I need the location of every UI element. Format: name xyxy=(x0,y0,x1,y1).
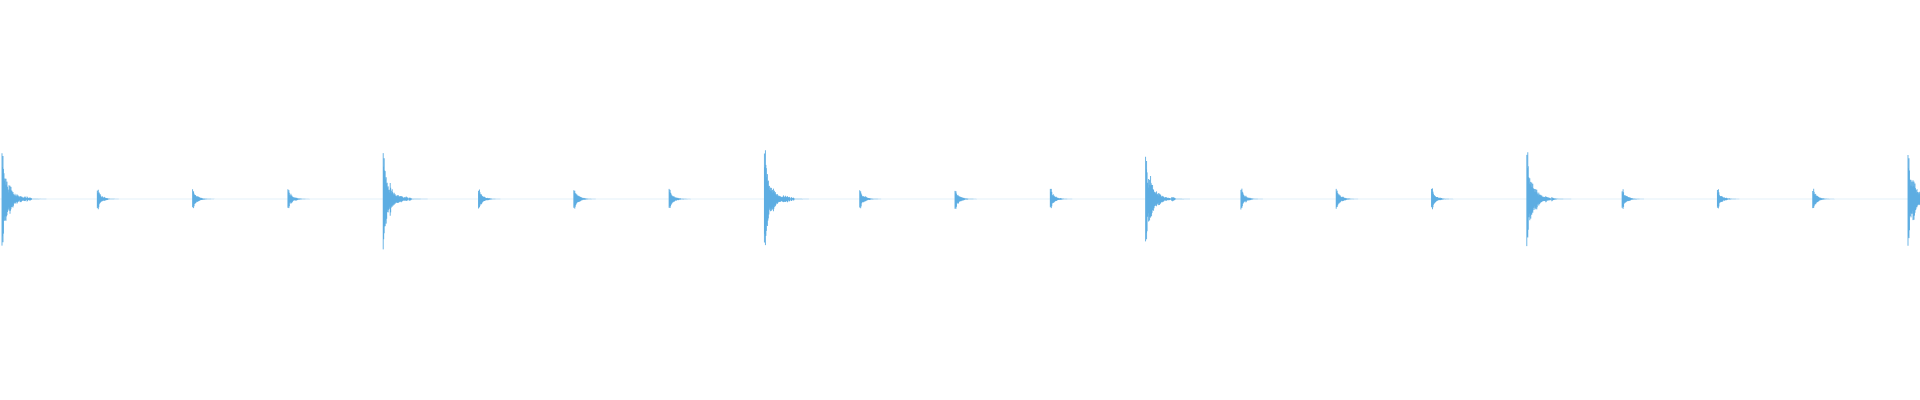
waveform-beat-transient xyxy=(1431,188,1454,210)
waveform-transient-shape xyxy=(1240,188,1263,210)
waveform-transient-shape xyxy=(1431,188,1454,210)
waveform-beat-transient xyxy=(954,190,977,209)
waveform-transient-shape xyxy=(1049,188,1073,209)
waveform-beat-transient xyxy=(1716,189,1740,209)
waveform-beat-transient xyxy=(1812,188,1835,209)
waveform-transient-shape xyxy=(1812,188,1835,209)
waveform-transient-shape xyxy=(573,190,596,209)
waveform-transient-shape xyxy=(1716,189,1740,209)
waveform-transient-shape xyxy=(1526,152,1572,247)
waveform-beat-transient xyxy=(859,190,882,209)
waveform-accent-transient xyxy=(1526,152,1572,247)
waveform-beat-transient xyxy=(1621,189,1645,209)
waveform-transients xyxy=(1,150,1920,250)
waveform-transient-shape xyxy=(859,190,882,209)
waveform-transient-shape xyxy=(382,153,428,250)
waveform-transient-shape xyxy=(1,153,47,246)
waveform-transient-shape xyxy=(763,150,809,246)
waveform-transient-shape xyxy=(1145,156,1191,242)
waveform-transient-shape xyxy=(478,189,501,209)
waveform-accent-transient xyxy=(1,153,47,246)
waveform-beat-transient xyxy=(192,189,215,209)
waveform-beat-transient xyxy=(287,189,310,209)
waveform-beat-transient xyxy=(96,189,119,210)
waveform-accent-transient xyxy=(1145,156,1191,242)
waveform-transient-shape xyxy=(1335,188,1359,209)
waveform-beat-transient xyxy=(573,190,596,209)
waveform-transient-shape xyxy=(954,190,977,209)
waveform-transient-shape xyxy=(1907,155,1920,246)
waveform-beat-transient xyxy=(668,188,692,208)
waveform-transient-shape xyxy=(192,189,215,209)
waveform-accent-transient xyxy=(1907,155,1920,246)
waveform-accent-transient xyxy=(382,153,428,250)
waveform-transient-shape xyxy=(287,189,310,209)
waveform-beat-transient xyxy=(1049,188,1073,209)
waveform-transient-shape xyxy=(668,188,692,208)
waveform-beat-transient xyxy=(1335,188,1359,209)
waveform-transient-shape xyxy=(96,189,119,210)
waveform-transient-shape xyxy=(1621,189,1645,209)
waveform-beat-transient xyxy=(1240,188,1263,210)
waveform-accent-transient xyxy=(763,150,809,246)
waveform-beat-transient xyxy=(478,189,501,209)
